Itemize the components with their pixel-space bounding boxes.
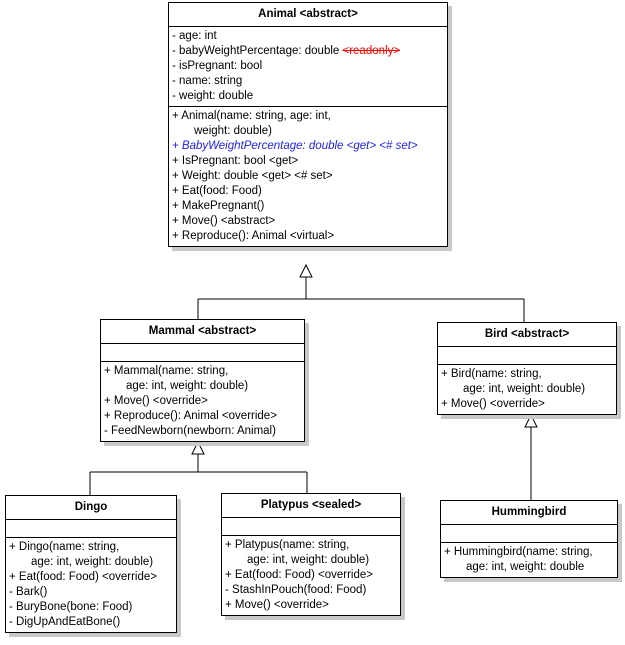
operation-row: + Eat(food: Food) xyxy=(169,184,447,199)
operation-text: + Reproduce(): Animal <override> xyxy=(104,410,277,422)
operation-row: + Animal(name: string, age: int, weight:… xyxy=(169,109,447,139)
operation-continuation: age: int, weight: double) xyxy=(463,383,586,395)
attribute-text: - age: int xyxy=(172,30,217,42)
attributes-compartment-hummingbird xyxy=(441,525,617,543)
class-title-mammal: Mammal <abstract> xyxy=(101,320,304,344)
operation-row: + Reproduce(): Animal <virtual> xyxy=(169,229,447,244)
operation-text: - BuryBone(bone: Food) xyxy=(9,601,133,613)
class-title-animal: Animal <abstract> xyxy=(169,3,447,27)
operation-row: + Platypus(name: string, age: int, weigh… xyxy=(222,538,400,568)
operation-text: + Move() <override> xyxy=(441,398,545,410)
operation-row: + Reproduce(): Animal <override> xyxy=(101,409,304,424)
operation-text: + Move() <override> xyxy=(225,599,329,611)
readonly-tag: <readonly> xyxy=(342,45,401,57)
class-title-bird: Bird <abstract> xyxy=(438,323,616,347)
operation-text: + Move() <override> xyxy=(104,395,208,407)
operation-row: + Eat(food: Food) <override> xyxy=(6,570,176,585)
class-box-mammal[interactable]: Mammal <abstract> + Mammal(name: string,… xyxy=(100,319,305,442)
operation-row: + Move() <override> xyxy=(222,598,400,613)
class-title-hummingbird: Hummingbird xyxy=(441,501,617,525)
operation-row: + Hummingbird(name: string, age: int, we… xyxy=(441,545,617,575)
operation-row: + Mammal(name: string, age: int, weight:… xyxy=(101,364,304,394)
operation-row: + MakePregnant() xyxy=(169,199,447,214)
attributes-compartment-bird xyxy=(438,347,616,365)
operation-text: + Reproduce(): Animal <virtual> xyxy=(172,230,335,242)
operation-row: - Bark() xyxy=(6,585,176,600)
operation-text: - Bark() xyxy=(9,586,48,598)
operation-text: + Hummingbird(name: string, xyxy=(444,546,593,558)
operations-compartment-mammal: + Mammal(name: string, age: int, weight:… xyxy=(101,362,304,441)
operation-text: + Mammal(name: string, xyxy=(104,365,229,377)
operation-continuation: age: int, weight: double) xyxy=(247,554,370,566)
attribute-text: - weight: double xyxy=(172,90,254,102)
operation-row: + Bird(name: string, age: int, weight: d… xyxy=(438,367,616,397)
class-box-dingo[interactable]: Dingo + Dingo(name: string, age: int, we… xyxy=(5,495,177,633)
operation-text: + MakePregnant() xyxy=(172,200,265,212)
operation-row: + Move() <abstract> xyxy=(169,214,447,229)
operations-compartment-dingo: + Dingo(name: string, age: int, weight: … xyxy=(6,538,176,632)
operation-row: + IsPregnant: bool <get> xyxy=(169,154,447,169)
generalization-animal xyxy=(197,263,525,322)
operation-row: + Eat(food: Food) <override> xyxy=(222,568,400,583)
operation-text: + Platypus(name: string, xyxy=(225,539,350,551)
attribute-text: - isPregnant: bool xyxy=(172,60,263,72)
operation-text: - DigUpAndEatBone() xyxy=(9,616,121,628)
class-title-platypus: Platypus <sealed> xyxy=(222,494,400,518)
class-box-animal[interactable]: Animal <abstract> - age: int - babyWeigh… xyxy=(168,2,448,247)
operations-compartment-animal: + Animal(name: string, age: int, weight:… xyxy=(169,107,447,246)
operation-row: - DigUpAndEatBone() xyxy=(6,615,176,630)
operation-text: + Eat(food: Food) <override> xyxy=(9,571,157,583)
operation-text: + Dingo(name: string, xyxy=(9,541,120,553)
operation-text: - StashInPouch(food: Food) xyxy=(225,584,367,596)
class-box-hummingbird[interactable]: Hummingbird + Hummingbird(name: string, … xyxy=(440,500,618,578)
operation-row: - BuryBone(bone: Food) xyxy=(6,600,176,615)
operation-row: + Dingo(name: string, age: int, weight: … xyxy=(6,540,176,570)
attributes-compartment-dingo xyxy=(6,520,176,538)
operations-compartment-hummingbird: + Hummingbird(name: string, age: int, we… xyxy=(441,543,617,577)
operation-text: + Bird(name: string, xyxy=(441,368,542,380)
operations-compartment-bird: + Bird(name: string, age: int, weight: d… xyxy=(438,365,616,414)
operation-row: - FeedNewborn(newborn: Animal) xyxy=(101,424,304,439)
operation-continuation: age: int, weight: double xyxy=(466,561,585,573)
operation-text: - FeedNewborn(newborn: Animal) xyxy=(104,425,276,437)
operation-text: + Move() <abstract> xyxy=(172,215,276,227)
operation-continuation: weight: double) xyxy=(194,125,272,137)
attribute-row: - name: string xyxy=(169,74,447,89)
generalization-mammal xyxy=(89,440,308,495)
operation-text: + IsPregnant: bool <get> xyxy=(172,155,299,167)
class-title-dingo: Dingo xyxy=(6,496,176,520)
operation-text: + BabyWeightPercentage: double <get> <# … xyxy=(172,140,418,152)
class-box-platypus[interactable]: Platypus <sealed> + Platypus(name: strin… xyxy=(221,493,401,616)
generalization-bird xyxy=(524,413,538,500)
operation-text: + Eat(food: Food) xyxy=(172,185,262,197)
operations-compartment-platypus: + Platypus(name: string, age: int, weigh… xyxy=(222,536,400,615)
class-box-bird[interactable]: Bird <abstract> + Bird(name: string, age… xyxy=(437,322,617,415)
operation-row: + Move() <override> xyxy=(101,394,304,409)
operation-row: + Move() <override> xyxy=(438,397,616,412)
attribute-row: - age: int xyxy=(169,29,447,44)
attributes-compartment-mammal xyxy=(101,344,304,362)
attribute-text: - babyWeightPercentage: double xyxy=(172,45,343,57)
attributes-compartment-animal: - age: int - babyWeightPercentage: doubl… xyxy=(169,27,447,107)
operation-continuation: age: int, weight: double) xyxy=(126,380,249,392)
operation-continuation: age: int, weight: double) xyxy=(31,556,154,568)
operation-row: - StashInPouch(food: Food) xyxy=(222,583,400,598)
attributes-compartment-platypus xyxy=(222,518,400,536)
attribute-row: - isPregnant: bool xyxy=(169,59,447,74)
attribute-text: - name: string xyxy=(172,75,243,87)
operation-text: + Weight: double <get> <# set> xyxy=(172,170,333,182)
operation-row: + BabyWeightPercentage: double <get> <# … xyxy=(169,139,447,154)
operation-row: + Weight: double <get> <# set> xyxy=(169,169,447,184)
attribute-row: - weight: double xyxy=(169,89,447,104)
operation-text: + Animal(name: string, age: int, xyxy=(172,110,331,122)
operation-text: + Eat(food: Food) <override> xyxy=(225,569,373,581)
attribute-row: - babyWeightPercentage: double <readonly… xyxy=(169,44,447,59)
